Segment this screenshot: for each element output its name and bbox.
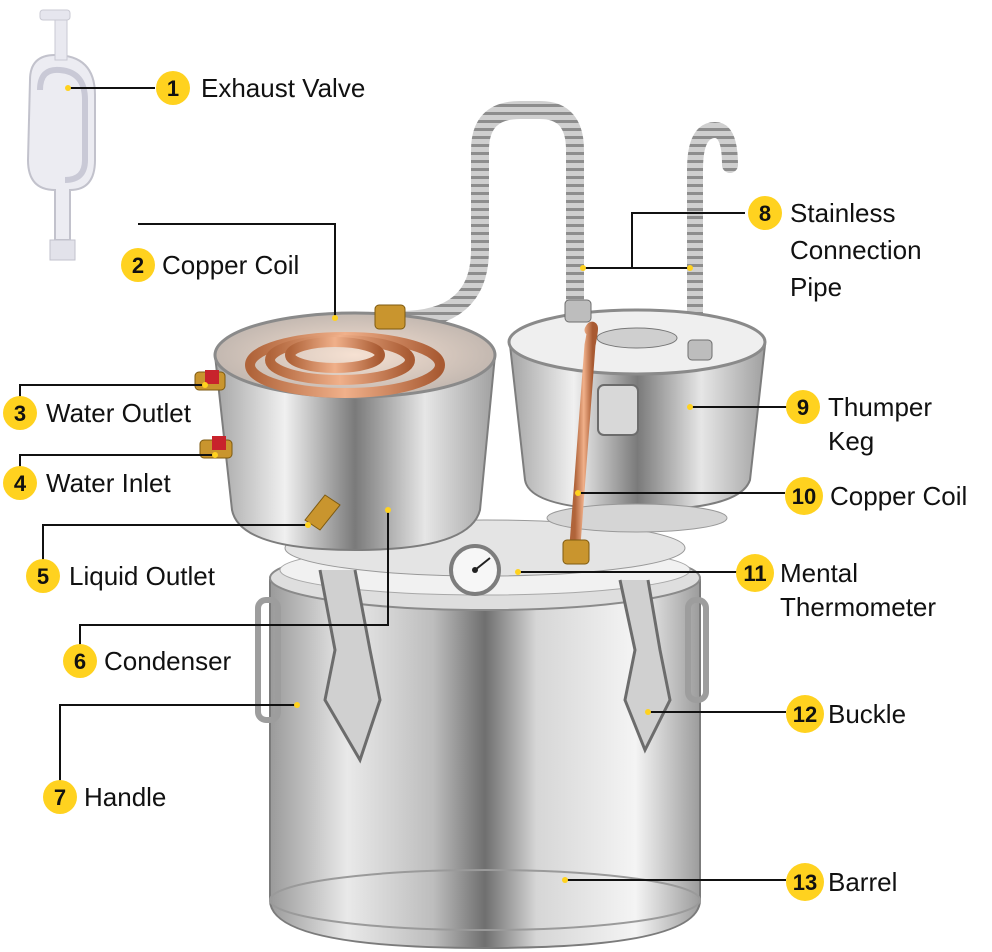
- badge-icon: [3, 396, 37, 430]
- copper-tube-icon: [562, 299, 713, 565]
- callout-water-outlet: 3 Water Outlet: [3, 396, 192, 430]
- badge-icon: [121, 248, 155, 282]
- badge-number: 13: [793, 870, 817, 895]
- callout-copper-coil-2: 10 Copper Coil: [785, 477, 967, 515]
- badge-number: 9: [797, 395, 809, 420]
- thermometer-icon: [449, 544, 501, 596]
- badge-icon: [786, 695, 824, 733]
- badge-icon: [43, 780, 77, 814]
- badge-icon: [26, 559, 60, 593]
- badge-number: 6: [74, 649, 86, 674]
- callout-label: Buckle: [828, 699, 906, 729]
- callout-label: Thermometer: [780, 592, 936, 622]
- callout-label: Stainless: [790, 198, 896, 228]
- callout-label: Exhaust Valve: [201, 73, 365, 103]
- badge-number: 4: [14, 471, 27, 496]
- badge-icon: [786, 863, 824, 901]
- callout-label: Copper Coil: [830, 481, 967, 511]
- callout-buckle: 12 Buckle: [786, 695, 906, 733]
- callout-label: Pipe: [790, 272, 842, 302]
- stainless-hose-icon: [391, 101, 738, 353]
- badge-number: 12: [793, 702, 817, 727]
- callout-label: Condenser: [104, 646, 232, 676]
- thumper-keg-icon: [507, 308, 767, 533]
- condenser-icon: [213, 311, 497, 552]
- badge-icon: [3, 466, 37, 500]
- callout-handle: 7 Handle: [43, 780, 166, 814]
- callout-label: Mental: [780, 558, 858, 588]
- badge-number: 7: [54, 785, 66, 810]
- badge-icon: [786, 390, 820, 424]
- liquid-outlet-icon: [304, 494, 341, 531]
- callout-liquid-outlet: 5 Liquid Outlet: [26, 559, 216, 593]
- callout-copper-coil: 2 Copper Coil: [121, 248, 299, 282]
- callout-label: Handle: [84, 782, 166, 812]
- callout-label: Copper Coil: [162, 250, 299, 280]
- badge-icon: [785, 477, 823, 515]
- badge-icon: [156, 71, 190, 105]
- callout-label: Keg: [828, 426, 874, 456]
- badge-number: 11: [743, 561, 766, 586]
- callout-water-inlet: 4 Water Inlet: [3, 466, 172, 500]
- callout-stainless-connection-pipe: 8 Stainless Connection Pipe: [748, 196, 922, 302]
- badge-number: 3: [14, 401, 26, 426]
- callout-exhaust-valve: 1 Exhaust Valve: [156, 71, 365, 105]
- callout-label: Connection: [790, 235, 922, 265]
- badge-number: 5: [37, 564, 49, 589]
- handle-icon: [255, 597, 709, 723]
- exhaust-valve-icon: [26, 9, 96, 261]
- distiller-illustration: [26, 9, 767, 950]
- copper-coil-pipe-icon: [305, 304, 406, 330]
- badge-icon: [63, 644, 97, 678]
- badge-icon: [748, 196, 782, 230]
- badge-number: 10: [792, 484, 816, 509]
- callout-barrel: 13 Barrel: [786, 863, 897, 901]
- callout-label: Barrel: [828, 867, 897, 897]
- callout-condenser: 6 Condenser: [63, 644, 232, 678]
- buckle-icon: [318, 569, 672, 764]
- callout-label: Water Outlet: [46, 398, 192, 428]
- badge-icon: [736, 554, 774, 592]
- callout-thumper-keg: 9 Thumper Keg: [786, 390, 932, 456]
- callout-label: Liquid Outlet: [69, 561, 216, 591]
- badge-number: 8: [759, 201, 771, 226]
- badge-number: 2: [132, 253, 144, 278]
- callout-thermometer: 11 Mental Thermometer: [736, 554, 936, 622]
- callout-label: Water Inlet: [46, 468, 172, 498]
- callout-label: Thumper: [828, 392, 932, 422]
- badge-number: 1: [167, 76, 179, 101]
